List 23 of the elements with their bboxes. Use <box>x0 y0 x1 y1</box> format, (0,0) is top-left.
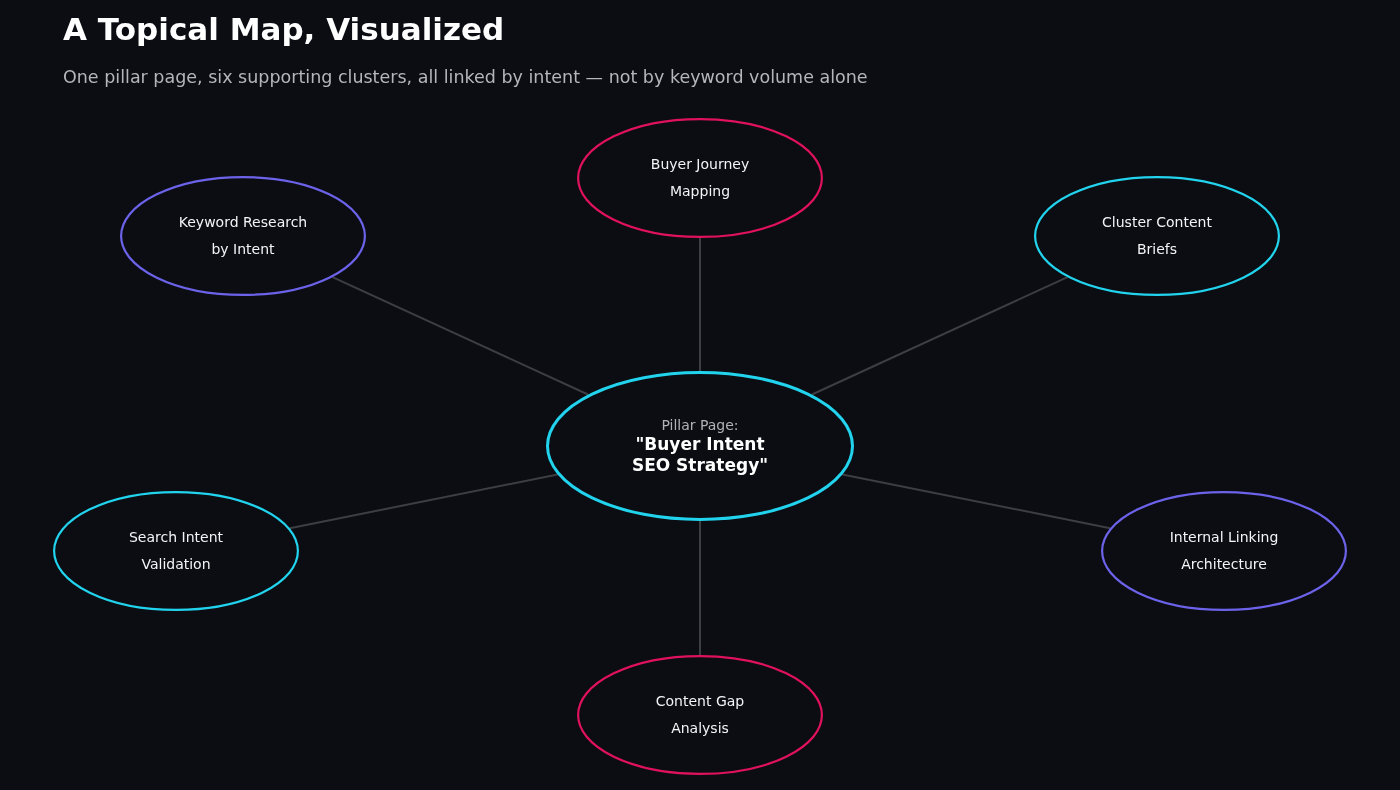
node-label: Internal Linking Architecture <box>1168 528 1280 574</box>
node-label: Buyer Journey Mapping <box>649 155 751 201</box>
node-title: "Buyer Intent SEO Strategy" <box>630 433 770 476</box>
pillar-ellipse <box>546 371 854 521</box>
page-title: A Topical Map, Visualized <box>63 10 505 48</box>
connector-line <box>288 473 559 530</box>
connector-line <box>841 473 1112 530</box>
node-label: Cluster Content Briefs <box>1101 213 1213 259</box>
connector-line <box>811 276 1069 396</box>
connector-line <box>699 520 701 656</box>
subtitle: One pillar page, six supporting clusters, all linked by intent — not by keyword volume alone <box>63 66 868 89</box>
node-heading: Pillar Page: <box>661 416 739 434</box>
topic-ellipse <box>577 655 823 775</box>
node-label: Keyword Research by Intent <box>177 213 309 259</box>
node-label: Content Gap Analysis <box>654 692 746 738</box>
topic-ellipse <box>1034 176 1280 296</box>
topic-ellipse <box>1101 491 1347 611</box>
topic-ellipse <box>120 176 366 296</box>
connector-line <box>699 237 701 372</box>
topic-ellipse <box>53 491 299 611</box>
topic-ellipse <box>577 118 823 238</box>
connector-line <box>331 276 589 396</box>
node-label: Search Intent Validation <box>128 528 224 574</box>
